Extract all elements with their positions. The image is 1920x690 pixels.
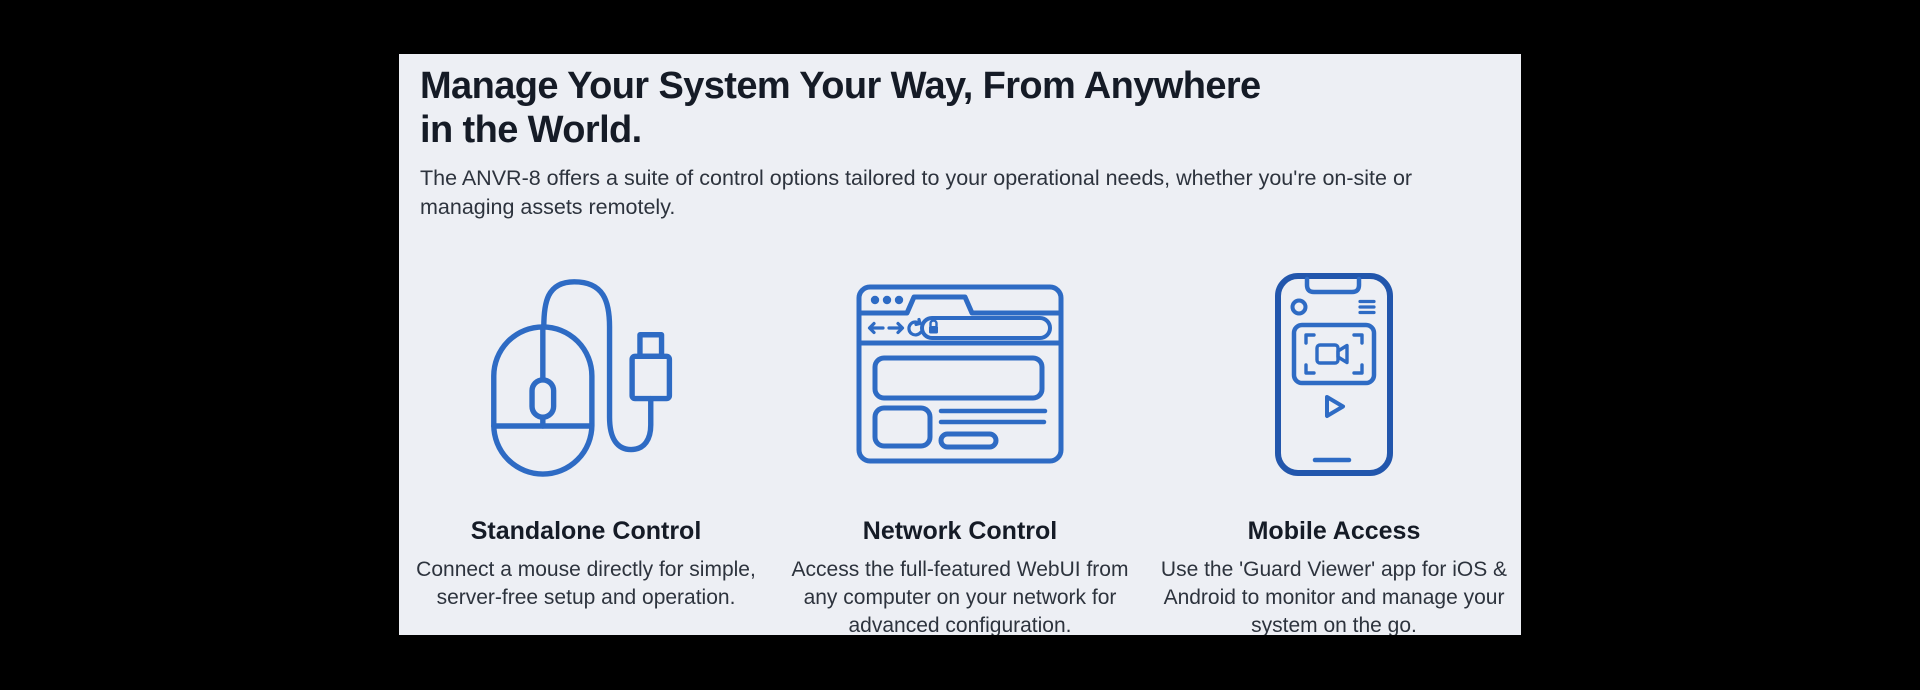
feature-standalone-control: Standalone Control Connect a mouse direc… [399, 270, 773, 635]
desc-line: any computer on your network for [803, 586, 1117, 609]
section-title-line-1: Manage Your System Your Way, From Anywhe… [420, 65, 1261, 107]
desc-line: Connect a mouse directly for simple, [416, 558, 756, 581]
feature-columns: Standalone Control Connect a mouse direc… [399, 270, 1521, 635]
desc-line: system on the go. [1251, 614, 1417, 635]
feature-desc-network: Access the full-featured WebUI from any … [773, 556, 1147, 635]
section-title: Manage Your System Your Way, From Anywhe… [420, 64, 1500, 152]
smartphone-icon-svg [1275, 272, 1393, 476]
feature-network-control: Network Control Access the full-featured… [773, 270, 1147, 635]
desc-line: advanced configuration. [848, 614, 1072, 635]
section-subtitle-line-2: managing assets remotely. [420, 195, 676, 219]
mouse-icon-svg [491, 279, 673, 477]
feature-section-card: Manage Your System Your Way, From Anywhe… [399, 54, 1521, 635]
desc-line: Use the 'Guard Viewer' app for iOS & [1160, 558, 1508, 581]
section-title-line-2: in the World. [420, 109, 642, 151]
mouse-icon [399, 270, 773, 478]
feature-mobile-access: Mobile Access Use the 'Guard Viewer' app… [1147, 270, 1521, 635]
desc-line: Access the full-featured WebUI from [791, 558, 1129, 581]
section-subtitle-line-1: The ANVR-8 offers a suite of control opt… [420, 166, 1413, 190]
smartphone-icon [1147, 270, 1521, 478]
feature-desc-mobile: Use the 'Guard Viewer' app for iOS & And… [1147, 556, 1521, 635]
browser-window-icon-svg [856, 284, 1064, 464]
feature-title-mobile: Mobile Access [1247, 517, 1421, 545]
feature-title-network: Network Control [862, 517, 1058, 545]
browser-window-icon [773, 270, 1147, 478]
desc-line: server-free setup and operation. [436, 586, 736, 609]
desc-line: Android to monitor and manage your [1163, 586, 1505, 609]
feature-desc-standalone: Connect a mouse directly for simple, ser… [399, 556, 773, 612]
section-subtitle: The ANVR-8 offers a suite of control opt… [420, 164, 1500, 222]
feature-title-standalone: Standalone Control [470, 517, 702, 545]
